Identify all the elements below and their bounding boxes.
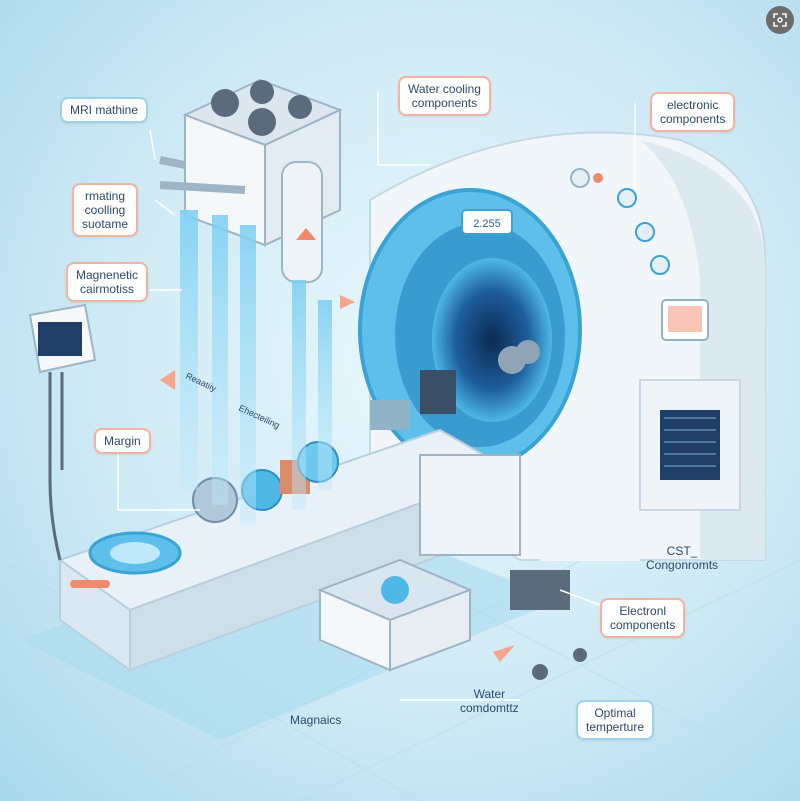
label-electronic-components-bottom: Electronl components (600, 598, 686, 638)
wall-monitor (28, 303, 97, 561)
patient-table (57, 428, 513, 672)
water-streams (180, 210, 332, 525)
label-optimal-temperature: Optimal temperture (576, 700, 655, 740)
floor-modules (317, 454, 587, 680)
label-magnetic-coils: Magnenetic cairmotiss (66, 262, 149, 302)
label-water-components: Water comdomttz (460, 687, 519, 715)
label-margin: Margin (94, 428, 151, 454)
flow-arrows (160, 295, 515, 662)
label-rotating-cooling-systems: rmating coolling suotame (72, 183, 139, 237)
bore-readout: 2.255 (473, 218, 501, 230)
label-mri-machine: MRI mathine (60, 97, 149, 123)
label-water-cooling-components: Water cooling components (398, 76, 491, 116)
expand-icon (773, 13, 787, 27)
expand-button[interactable] (766, 6, 794, 34)
label-electronic-components-top: electronic components (650, 92, 736, 132)
label-cst-components: CST_ Congonromts (646, 544, 719, 572)
label-magnetics: Magnaics (290, 713, 342, 727)
